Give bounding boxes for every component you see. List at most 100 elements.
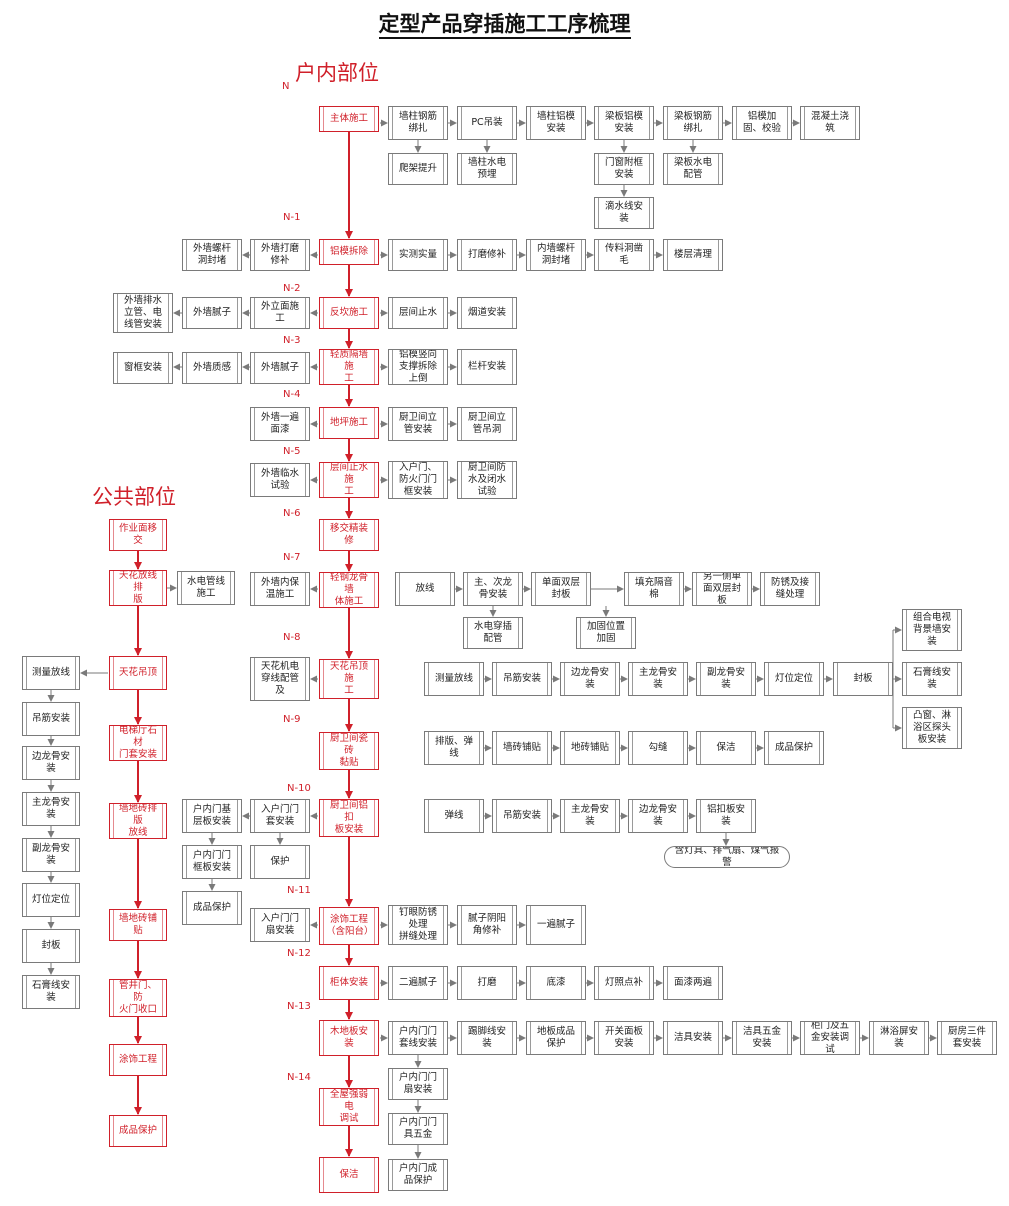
step-n10-left-3: 保护 [250, 845, 310, 879]
step-row_n8_right-6: 封板 [833, 662, 893, 696]
step-n8-branch-1: 石膏线安 装 [902, 662, 962, 696]
stage-label-n13: N-13 [287, 1001, 311, 1012]
main-step-qingzhi: 轻质隔墙施 工 [319, 349, 379, 385]
main-step-cengjian: 层间止水施 工 [319, 462, 379, 498]
label-n: N [282, 81, 290, 92]
step-n7-right-1: 主、次龙 骨安装 [463, 572, 523, 606]
step-row_n12_right-3: 灯照点补 [594, 966, 654, 1000]
step-n7-right-0: 放线 [395, 572, 455, 606]
step-main-3: 梁板铝模 安装 [594, 106, 654, 140]
public-left-step-5: 灯位定位 [22, 883, 80, 917]
step-row_n10_right-0: 弹线 [424, 799, 484, 833]
stage-label-n8: N-8 [283, 632, 301, 643]
step-row_n13_right-2: 地板成品 保护 [526, 1021, 586, 1055]
step-row_n12_right-2: 底漆 [526, 966, 586, 1000]
step-main-2: 墙柱铝模 安装 [526, 106, 586, 140]
step-n7-right-3: 填充隔音 棉 [624, 572, 684, 606]
step-row_n9_right-4: 保洁 [696, 731, 756, 765]
step-row_n9_right-3: 勾缝 [628, 731, 688, 765]
step-row_n9_right-1: 墙砖铺贴 [492, 731, 552, 765]
main-step-mudiban: 木地板安装 [319, 1020, 379, 1056]
step-row_n9_right-2: 地砖铺贴 [560, 731, 620, 765]
step-n13-sub-2: 户内门成 品保护 [388, 1159, 448, 1191]
step-n10-note: 含灯具、排气扇、煤气报警 [664, 846, 790, 868]
step-row_n1_right-4: 楼层清理 [663, 239, 723, 271]
public-step-3: 电梯厅石材 门套安装 [109, 725, 167, 761]
step-n2-left-2: 外立面施 工 [250, 297, 310, 329]
step-n4-left-0: 外墙一遍 面漆 [250, 407, 310, 441]
step-dishui: 滴水线安 装 [594, 197, 654, 229]
step-n7-sub-1: 加固位置 加固 [576, 617, 636, 649]
step-row_n2_right-0: 层间止水 [388, 297, 448, 329]
step-row_n10_right-3: 边龙骨安 装 [628, 799, 688, 833]
step-row_n1_right-3: 传料洞凿 毛 [594, 239, 654, 271]
step-n8-left-0: 天花机电 穿线配管 及 [250, 657, 310, 701]
step-n13-sub-0: 户内门门 扇安装 [388, 1068, 448, 1100]
step-n8-branch-2: 凸窗、淋 浴区探头 板安装 [902, 707, 962, 749]
step-main-0: 墙柱钢筋 绑扎 [388, 106, 448, 140]
step-n13-sub-1: 户内门门 具五金 [388, 1113, 448, 1145]
step-row_n13_right-3: 开关面板 安装 [594, 1021, 654, 1055]
stage-label-n5: N-5 [283, 446, 301, 457]
public-step-6: 管井门、防 火门收口 [109, 979, 167, 1017]
public-left-step-2: 边龙骨安 装 [22, 746, 80, 780]
step-n10-left-2: 户内门门 框板安装 [182, 845, 242, 879]
step-n3-left-0: 窗框安装 [113, 352, 173, 384]
step-n11-left-0: 入户门门 扇安装 [250, 908, 310, 942]
step-n7-right-2: 单面双层 封板 [531, 572, 591, 606]
public-left-step-1: 吊筋安装 [22, 702, 80, 736]
public-left-step-0: 测量放线 [22, 656, 80, 690]
stage-label-n10: N-10 [287, 783, 311, 794]
public-left-step-4: 副龙骨安 装 [22, 838, 80, 872]
stage-label-n3: N-3 [283, 335, 301, 346]
step-row_n12_right-4: 面漆两遍 [663, 966, 723, 1000]
diagram-title: 定型产品穿插施工工序梳理 [0, 8, 1009, 39]
public-left-step-6: 封板 [22, 929, 80, 963]
step-row_n13_right-8: 厨房三件 套安装 [937, 1021, 997, 1055]
step-row_n8_right-5: 灯位定位 [764, 662, 824, 696]
main-step-ciwei_lvkou: 厨卫间铝扣 板安装 [319, 799, 379, 837]
step-qiangzhu-sd: 墙柱水电 预埋 [457, 153, 517, 185]
main-step-qiangruodian: 全屋强弱电 调试 [319, 1088, 379, 1126]
step-row_n10_right-4: 铝扣板安 装 [696, 799, 756, 833]
stage-label-n14: N-14 [287, 1072, 311, 1083]
step-n3-left-1: 外墙质感 [182, 352, 242, 384]
step-row_n12_right-0: 二遍腻子 [388, 966, 448, 1000]
step-row_n11_right-0: 钉眼防锈 处理 拼缝处理 [388, 905, 448, 945]
public-left-step-3: 主龙骨安 装 [22, 792, 80, 826]
public-step-5: 墙地砖铺贴 [109, 909, 167, 941]
stage-label-n11: N-11 [287, 885, 311, 896]
public-step-4: 墙地砖排版 放线 [109, 803, 167, 839]
step-n8-branch-0: 组合电视 背景墙安 装 [902, 609, 962, 651]
step-row_n13_right-1: 踢脚线安 装 [457, 1021, 517, 1055]
step-row_n5_right-0: 入户门、 防火门门 框安装 [388, 461, 448, 499]
step-row_n2_right-1: 烟道安装 [457, 297, 517, 329]
step-n7-right-5: 防锈及接 缝处理 [760, 572, 820, 606]
step-row_n1_right-0: 实测实量 [388, 239, 448, 271]
public-step-2: 天花吊顶 [109, 656, 167, 690]
stage-label-n4: N-4 [283, 389, 301, 400]
main-step-lvmo_chaichu: 铝模拆除 [319, 239, 379, 265]
stage-label-n12: N-12 [287, 948, 311, 959]
step-row_n9_right-0: 排版、弹 线 [424, 731, 484, 765]
stage-label-n9: N-9 [283, 714, 301, 725]
step-row_n11_right-1: 腻子阴阳 角修补 [457, 905, 517, 945]
step-row_n4_right-1: 厨卫间立 管吊洞 [457, 407, 517, 441]
public-side-step: 水电管线 施工 [177, 571, 235, 605]
step-row_n9_right-5: 成品保护 [764, 731, 824, 765]
step-row_n8_right-2: 边龙骨安 装 [560, 662, 620, 696]
main-step-zhuti: 主体施工 [319, 106, 379, 132]
step-row_n13_right-0: 户内门门 套线安装 [388, 1021, 448, 1055]
step-row_n13_right-5: 洁具五金 安装 [732, 1021, 792, 1055]
step-row_n10_right-2: 主龙骨安 装 [560, 799, 620, 833]
public-left-step-7: 石膏线安 装 [22, 975, 80, 1009]
stage-label-n2: N-2 [283, 283, 301, 294]
step-main-4: 梁板钢筋 绑扎 [663, 106, 723, 140]
step-row_n8_right-0: 测量放线 [424, 662, 484, 696]
public-step-0: 作业面移交 [109, 519, 167, 551]
step-n10-left-4: 成品保护 [182, 891, 242, 925]
step-row_n13_right-7: 淋浴屏安 装 [869, 1021, 929, 1055]
step-row_n8_right-3: 主龙骨安 装 [628, 662, 688, 696]
step-row_n13_right-6: 柜门及五 金安装调 试 [800, 1021, 860, 1055]
